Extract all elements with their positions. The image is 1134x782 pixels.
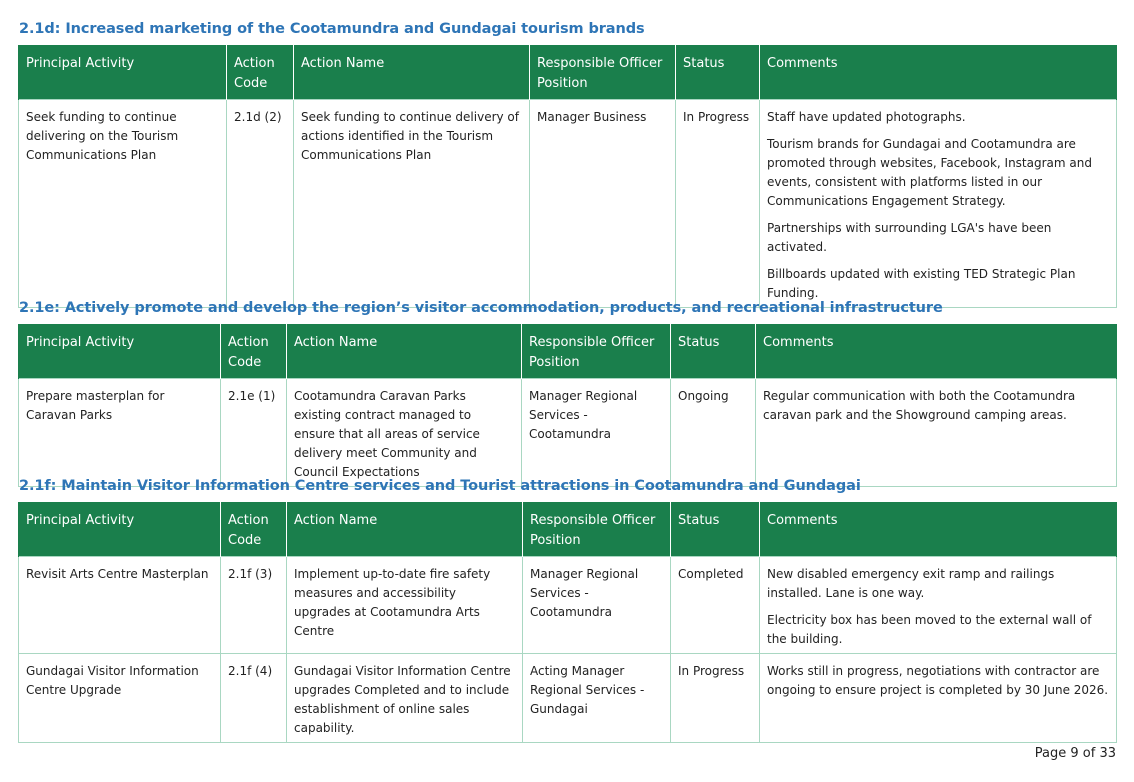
column-header-responsible-officer: Responsible Officer Position <box>529 45 676 100</box>
comment-paragraph: Billboards updated with existing TED Str… <box>767 267 1076 300</box>
table-header-row: Principal Activity Action Code Action Na… <box>18 502 1117 557</box>
status-cell: Completed <box>670 556 760 654</box>
comments-cell: New disabled emergency exit ramp and rai… <box>759 556 1117 654</box>
table-row: Revisit Arts Centre Masterplan 2.1f (3) … <box>18 556 1117 654</box>
column-header-action-name: Action Name <box>293 45 530 100</box>
status-cell: In Progress <box>670 653 760 743</box>
column-header-action-code: Action Code <box>226 45 294 100</box>
column-header-principal-activity: Principal Activity <box>18 324 221 379</box>
column-header-comments: Comments <box>759 45 1117 100</box>
comment-paragraph: Electricity box has been moved to the ex… <box>767 613 1092 646</box>
comment-paragraph: Staff have updated photographs. <box>767 110 966 124</box>
column-header-responsible-officer: Responsible Officer Position <box>521 324 671 379</box>
page-number: Page 9 of 33 <box>1034 746 1116 761</box>
column-header-action-code: Action Code <box>220 324 287 379</box>
column-header-principal-activity: Principal Activity <box>18 502 221 557</box>
action-code-cell: 2.1d (2) <box>226 99 294 308</box>
column-header-principal-activity: Principal Activity <box>18 45 227 100</box>
section-heading: 2.1e: Actively promote and develop the r… <box>19 300 943 316</box>
table-row: Prepare masterplan for Caravan Parks 2.1… <box>18 378 1117 487</box>
column-header-comments: Comments <box>759 502 1117 557</box>
action-name-cell: Implement up-to-date fire safety measure… <box>286 556 523 654</box>
responsible-officer-cell: Manager Regional Services - Cootamundra <box>522 556 671 654</box>
table-row: Gundagai Visitor Information Centre Upgr… <box>18 653 1117 743</box>
table-header-row: Principal Activity Action Code Action Na… <box>18 45 1117 100</box>
actions-table: Principal Activity Action Code Action Na… <box>18 324 1117 487</box>
comments-cell: Regular communication with both the Coot… <box>755 378 1117 487</box>
actions-table: Principal Activity Action Code Action Na… <box>18 502 1117 743</box>
action-name-cell: Gundagai Visitor Information Centre upgr… <box>286 653 523 743</box>
table-header-row: Principal Activity Action Code Action Na… <box>18 324 1117 379</box>
action-code-cell: 2.1f (4) <box>220 653 287 743</box>
status-cell: In Progress <box>675 99 760 308</box>
column-header-comments: Comments <box>755 324 1117 379</box>
comment-paragraph: Partnerships with surrounding LGA's have… <box>767 221 1052 254</box>
action-name-cell: Cootamundra Caravan Parks existing contr… <box>286 378 522 487</box>
responsible-officer-cell: Acting Manager Regional Services - Gunda… <box>522 653 671 743</box>
action-code-cell: 2.1f (3) <box>220 556 287 654</box>
comment-paragraph: Regular communication with both the Coot… <box>763 389 1076 422</box>
actions-table: Principal Activity Action Code Action Na… <box>18 45 1117 308</box>
comments-cell: Staff have updated photographs. Tourism … <box>759 99 1117 308</box>
responsible-officer-cell: Manager Regional Services - Cootamundra <box>521 378 671 487</box>
principal-activity-cell: Prepare masterplan for Caravan Parks <box>18 378 221 487</box>
table-row: Seek funding to continue delivering on t… <box>18 99 1117 308</box>
principal-activity-cell: Gundagai Visitor Information Centre Upgr… <box>18 653 221 743</box>
comment-paragraph: Tourism brands for Gundagai and Cootamun… <box>767 137 1092 208</box>
principal-activity-cell: Seek funding to continue delivering on t… <box>18 99 227 308</box>
status-cell: Ongoing <box>670 378 756 487</box>
comment-paragraph: Works still in progress, negotiations wi… <box>767 664 1109 697</box>
action-name-cell: Seek funding to continue delivery of act… <box>293 99 530 308</box>
section-heading: 2.1d: Increased marketing of the Cootamu… <box>19 21 645 37</box>
principal-activity-cell: Revisit Arts Centre Masterplan <box>18 556 221 654</box>
column-header-status: Status <box>670 502 760 557</box>
column-header-action-name: Action Name <box>286 502 523 557</box>
comments-cell: Works still in progress, negotiations wi… <box>759 653 1117 743</box>
action-code-cell: 2.1e (1) <box>220 378 287 487</box>
responsible-officer-cell: Manager Business <box>529 99 676 308</box>
column-header-status: Status <box>675 45 760 100</box>
column-header-status: Status <box>670 324 756 379</box>
comment-paragraph: New disabled emergency exit ramp and rai… <box>767 567 1055 600</box>
column-header-action-code: Action Code <box>220 502 287 557</box>
section-heading: 2.1f: Maintain Visitor Information Centr… <box>19 478 861 494</box>
column-header-responsible-officer: Responsible Officer Position <box>522 502 671 557</box>
column-header-action-name: Action Name <box>286 324 522 379</box>
